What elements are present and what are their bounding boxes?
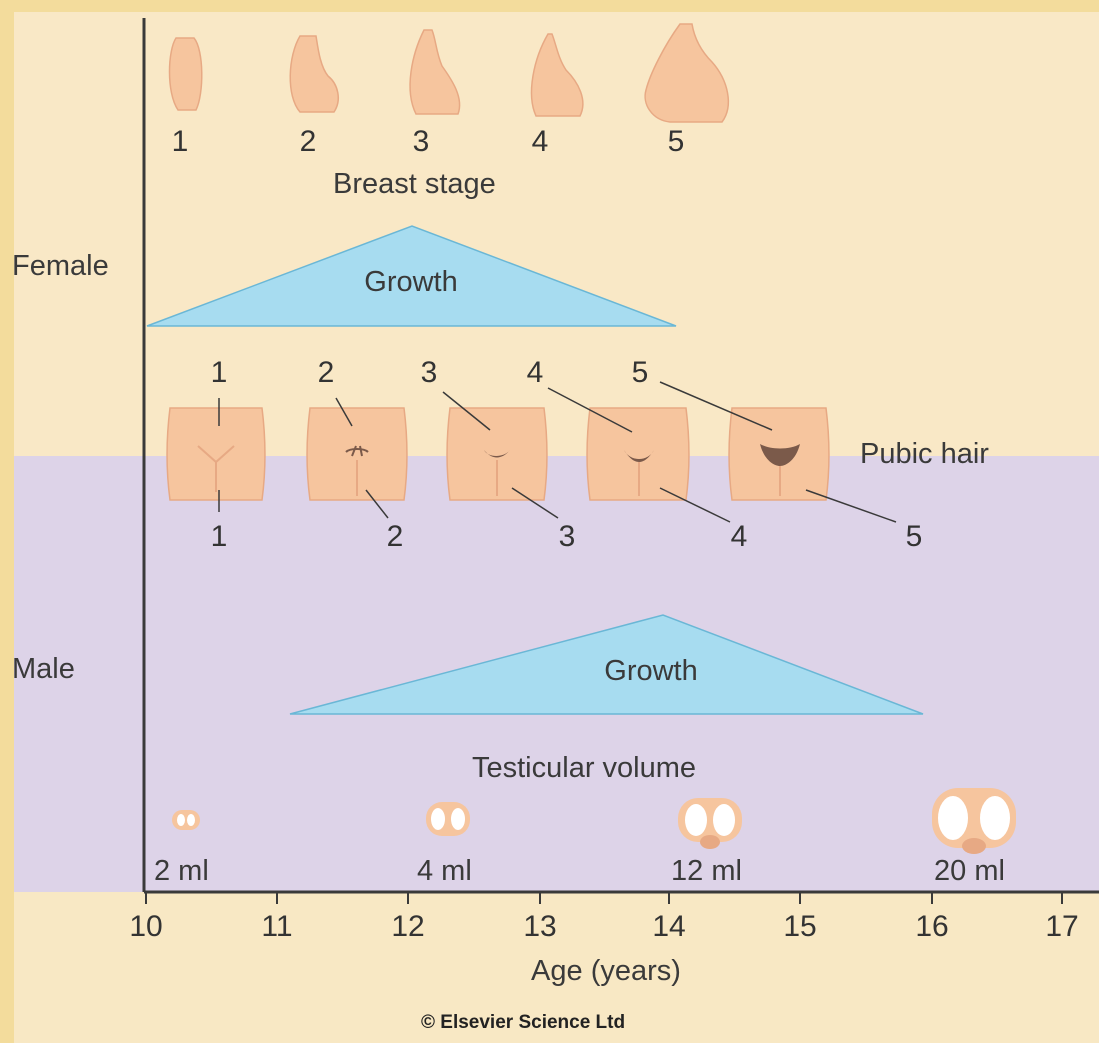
x-tick-label: 14 [652,910,685,944]
breast-stage-label: Breast stage [333,168,496,201]
breast-stage-5-figure [645,24,728,122]
testicular-volume-value: 12 ml [671,855,742,888]
pubic-stage-3-figure [447,408,547,500]
pubic-stage-1-figure [167,408,265,500]
pubic-hair-label: Pubic hair [860,438,989,471]
testes-2ml-figure [172,810,200,830]
pubic-stage-number-male: 4 [731,520,748,554]
testes-illustrations [172,788,1016,854]
x-tick-label: 13 [523,910,556,944]
x-tick-label: 16 [915,910,948,944]
testicular-volume-label: Testicular volume [472,752,696,785]
pubic-stage-4-figure [587,408,689,500]
testicular-volume-value: 2 ml [154,855,209,888]
testicular-volume-value: 20 ml [934,855,1005,888]
female-label: Female [12,250,109,283]
breast-stage-4-figure [532,34,583,116]
breast-stage-illustrations [170,24,729,122]
pubic-stage-number: 2 [318,356,335,390]
breast-stage-number: 4 [532,125,549,159]
breast-stage-number: 3 [413,125,430,159]
breast-stage-number: 2 [300,125,317,159]
male-growth-label: Growth [604,655,697,688]
testes-20ml-figure [932,788,1016,854]
pubic-stage-number-male: 1 [211,520,228,554]
pubic-stage-number: 4 [527,356,544,390]
pubic-stage-number: 5 [632,356,649,390]
breast-stage-3-figure [410,30,460,114]
pubic-stage-number-male: 3 [559,520,576,554]
male-label: Male [12,653,75,686]
x-tick-label: 12 [391,910,424,944]
female-growth-label: Growth [364,266,457,299]
x-tick-label: 17 [1045,910,1078,944]
testes-4ml-figure [426,802,470,836]
x-axis-ticks [146,892,1062,904]
x-tick-label: 15 [783,910,816,944]
pubic-stage-5-figure [729,408,829,500]
x-axis-title: Age (years) [531,955,681,988]
breast-stage-1-figure [170,38,202,110]
testicular-volume-value: 4 ml [417,855,472,888]
breast-stage-number: 1 [172,125,189,159]
pubic-stage-2-figure [307,408,407,500]
breast-stage-number: 5 [668,125,685,159]
pubic-stage-number-male: 2 [387,520,404,554]
copyright-credit: © Elsevier Science Ltd [421,1012,625,1034]
testes-12ml-figure [678,798,742,849]
pubic-hair-illustrations [167,408,829,500]
x-tick-label: 10 [129,910,162,944]
pubic-stage-number: 1 [211,356,228,390]
pubic-stage-number-male: 5 [906,520,923,554]
pubic-stage-number: 3 [421,356,438,390]
x-tick-label: 11 [261,910,292,944]
breast-stage-2-figure [290,36,338,112]
